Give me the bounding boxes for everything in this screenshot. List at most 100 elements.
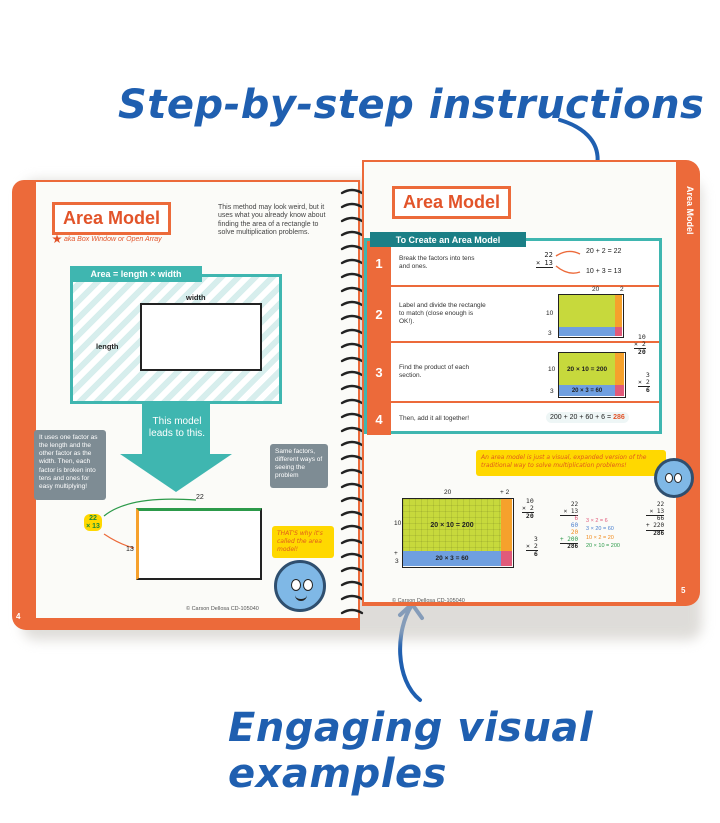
step3-small: 20 × 3 = 60 <box>559 385 615 396</box>
step4-expression: 200 + 20 + 60 + 6 = <box>550 414 614 421</box>
vr-line: 22 <box>656 501 665 508</box>
step1-factors: 22 × 13 <box>536 251 553 269</box>
steps-banner: To Create an Area Model <box>370 232 526 247</box>
step3-grid: 20 × 10 = 200 20 × 3 = 60 <box>558 352 626 398</box>
funnel-stem <box>142 404 210 456</box>
dim-side: 13 <box>126 546 134 553</box>
step2-side-10: 10 <box>546 310 554 317</box>
step3-calc-b: 3 × 2 6 <box>638 372 650 393</box>
step4-total: 286 <box>613 414 625 421</box>
step2-top-2: 2 <box>620 286 624 293</box>
aka-note: aka Box Window or Open Array <box>52 234 162 244</box>
step-row-1: 1 Break the factors into tens and ones. <box>367 241 659 287</box>
right-page-title: Area Model <box>392 186 512 219</box>
step2-grid <box>558 294 624 338</box>
calc-a-res: 20 <box>637 347 646 356</box>
factor-bottom: × 13 <box>86 522 100 530</box>
step2-side-3: 3 <box>548 330 552 337</box>
spiral-coils <box>340 188 364 615</box>
step-text: Label and divide the rectangle to match … <box>399 301 486 326</box>
example-side-plus: + <box>394 550 398 557</box>
step1-eq1: 20 + 2 = 22 <box>586 248 622 255</box>
example-side-10: 10 <box>394 520 402 527</box>
page-title: Area Model <box>52 202 172 235</box>
step3-big: 20 × 10 = 200 <box>559 353 615 385</box>
grey-note-left: It uses one factor as the length and the… <box>34 430 106 500</box>
example-calc-a-top: 10 <box>525 497 534 505</box>
vertical-left: 22 × 13 6 60 20 + 200 286 <box>560 501 579 551</box>
formula-banner: Area = length × width <box>70 266 202 282</box>
step3-corner <box>615 385 624 396</box>
example-corner-block <box>501 551 512 566</box>
vl-line: 22 <box>570 501 579 508</box>
mascot-eye <box>291 579 301 591</box>
calc-b-top: 3 <box>645 371 650 379</box>
width-label: width <box>186 293 206 302</box>
left-footer: © Carson Dellosa CD-105040 <box>186 606 259 612</box>
step2-orange-block <box>615 295 622 327</box>
side-tab: Area Model <box>685 186 695 235</box>
intro-text: This method may look weird, but it uses … <box>218 204 326 237</box>
mascot-eye <box>674 473 682 483</box>
vl-line: 20 <box>570 528 579 536</box>
step2-green-block <box>559 295 615 327</box>
step2-corner-block <box>615 327 622 336</box>
example-top-2: + 2 <box>500 489 510 496</box>
vl-line: 6 <box>574 515 579 523</box>
mascot-smile <box>295 593 307 601</box>
step1-eq2: 10 + 3 = 13 <box>586 268 622 275</box>
spiral-binding <box>340 185 364 615</box>
example-big-block: 20 × 10 = 200 <box>403 499 501 551</box>
length-label: length <box>96 342 119 351</box>
step-number: 1 <box>367 241 391 285</box>
vl-line: 286 <box>567 543 579 551</box>
vr-line: 66 <box>656 515 665 523</box>
steps-panel: 1 Break the factors into tens and ones. … <box>364 238 662 435</box>
left-page-number: 4 <box>16 612 21 621</box>
example-calc-b: 3 × 2 6 <box>526 536 538 557</box>
aka-text: aka Box Window or Open Array <box>63 235 162 243</box>
example-side-3: 3 <box>395 558 399 565</box>
left-page: Area Model aka Box Window or Open Array … <box>34 182 358 618</box>
callout-top: Step-by-step instructions <box>118 82 705 128</box>
example-connectors <box>103 498 197 549</box>
step2-top-20: 20 <box>592 286 600 293</box>
right-page-number: 5 <box>681 586 686 595</box>
vr-line: 286 <box>653 529 665 537</box>
dim-top: 22 <box>196 494 204 501</box>
step-text: Then, add it all together! <box>399 414 470 422</box>
step3-side-3: 3 <box>550 388 554 395</box>
funnel-arrow <box>120 454 232 492</box>
grey-note-right: Same factors, different ways of seeing t… <box>270 444 328 488</box>
step-row-4: 4 Then, add it all together! <box>367 403 659 435</box>
step-row-3: 3 Find the product of each section. <box>367 343 659 403</box>
step1-arrows <box>555 250 581 274</box>
example-calc-a-mult: × 2 <box>522 503 534 513</box>
thats-why-note: THAT'S why it's called the area model! <box>272 526 334 558</box>
example-calc-a-res: 20 <box>525 511 534 520</box>
example-top-20: 20 <box>444 489 452 496</box>
step-number: 3 <box>367 343 391 401</box>
step1-bottom: × 13 <box>536 258 553 269</box>
calc-b-mult: × 2 <box>638 377 650 387</box>
funnel-text: This model leads to this. <box>148 416 206 439</box>
vertical-right: 22 × 13 66 + 220 286 <box>646 501 665 538</box>
example-small-block: 20 × 3 = 60 <box>403 551 501 566</box>
factor-top: 22 <box>89 515 97 522</box>
vr-line: + 220 <box>646 522 665 531</box>
step3-side-10: 10 <box>548 366 556 373</box>
step1-top: 22 <box>544 251 553 259</box>
vm-line: 20 × 10 = 200 <box>586 542 620 549</box>
vl-line: × 13 <box>560 508 579 517</box>
step3-calc-a: 10 × 2 20 <box>634 334 646 355</box>
step-text: Break the factors into tens and ones. <box>399 254 475 270</box>
right-footer: © Carson Dellosa CD-105040 <box>392 598 465 604</box>
star-icon <box>52 234 62 244</box>
vr-line: × 13 <box>646 508 665 517</box>
example-calc-b-top: 3 <box>533 535 538 543</box>
calc-b-res: 6 <box>645 385 650 394</box>
step-number: 2 <box>367 287 391 341</box>
vm-line: 3 × 20 = 60 <box>586 526 614 533</box>
example-calc-b-res: 6 <box>533 549 538 558</box>
mascot-eye <box>665 473 673 483</box>
